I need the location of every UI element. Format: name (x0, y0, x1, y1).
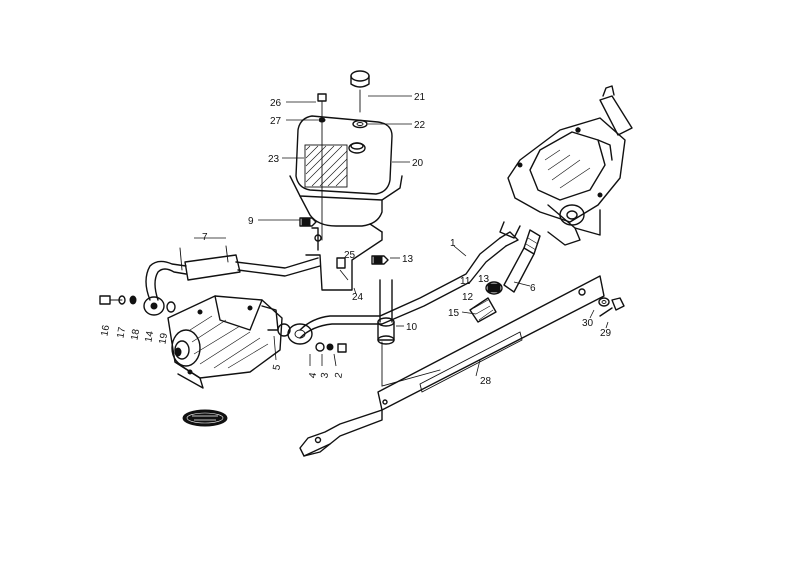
bar-bolt (598, 297, 625, 317)
callout-11: 11 (460, 276, 471, 287)
logo-stamp (182, 409, 228, 427)
callout-20: 20 (412, 158, 424, 169)
pump-outlet-flange (277, 323, 347, 353)
hydraulic-pump (167, 295, 283, 389)
callout-27: 27 (270, 116, 282, 127)
callout-19: 19 (157, 332, 170, 345)
callout-14: 14 (143, 330, 156, 343)
callout-16: 16 (99, 324, 112, 337)
callout-labels: 26 27 21 22 23 20 9 7 25 13 1 24 11 13 1… (99, 92, 611, 387)
mounting-sleeve (377, 279, 441, 387)
high-pressure-hose (503, 229, 541, 293)
callout-12: 12 (462, 292, 474, 303)
tank-bolt (317, 93, 327, 241)
callout-23: 23 (268, 154, 280, 165)
pump-pulley (143, 296, 165, 316)
callout-13-lower: 13 (478, 274, 490, 285)
pulley-hardware (99, 295, 176, 313)
steering-gear-box (507, 85, 633, 246)
callout-13-upper: 13 (402, 254, 414, 265)
callout-6: 6 (530, 283, 536, 294)
callout-1: 1 (450, 238, 456, 249)
return-hose (145, 245, 321, 301)
callout-29: 29 (600, 328, 612, 339)
hose-clip-13 (371, 255, 389, 265)
callout-30: 30 (582, 318, 594, 329)
callout-5: 5 (271, 363, 283, 371)
callout-2: 2 (333, 371, 345, 379)
callout-10: 10 (406, 322, 418, 333)
oil-reservoir (289, 115, 403, 227)
callout-28: 28 (480, 376, 492, 387)
callout-18: 18 (129, 328, 142, 341)
callout-9: 9 (248, 216, 254, 227)
callout-17: 17 (115, 326, 128, 339)
filler-cap (350, 70, 370, 129)
callout-26: 26 (270, 98, 282, 109)
callout-21: 21 (414, 92, 426, 103)
hose-union (469, 281, 503, 323)
callout-7: 7 (202, 232, 208, 243)
hose-fitting-9 (299, 217, 317, 227)
callout-25: 25 (344, 250, 356, 261)
callout-24: 24 (352, 292, 364, 303)
reservoir-bracket (305, 223, 383, 291)
callout-4: 4 (307, 371, 319, 379)
support-bar (299, 275, 605, 457)
callout-15: 15 (448, 308, 460, 319)
callout-22: 22 (414, 120, 426, 131)
callout-3: 3 (319, 371, 331, 379)
leader-lines (194, 95, 609, 377)
